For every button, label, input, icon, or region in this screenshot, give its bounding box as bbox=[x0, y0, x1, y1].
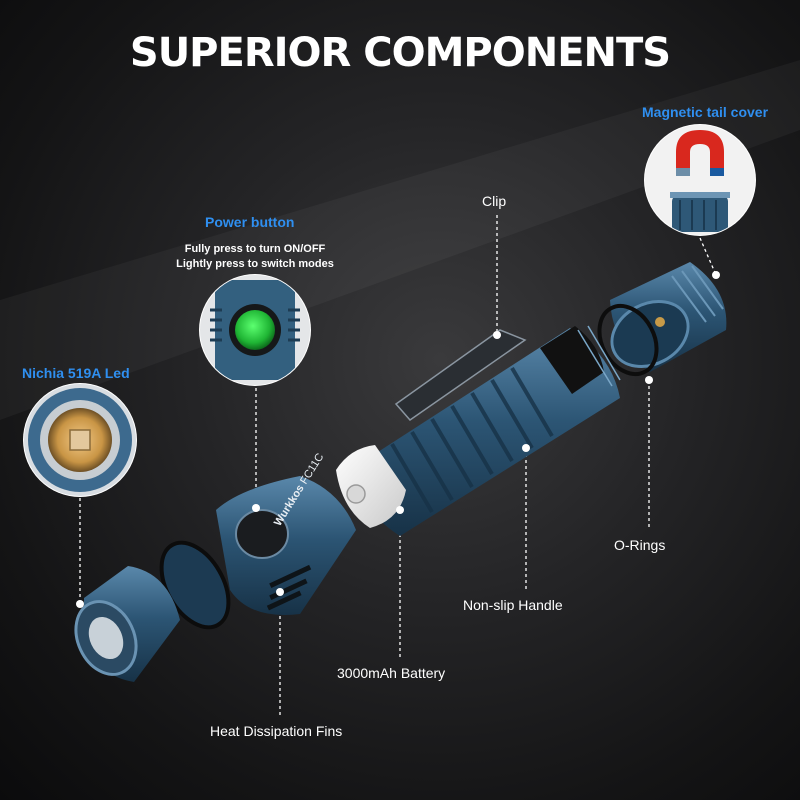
power-button-inset bbox=[199, 274, 311, 386]
callout-handle: Non-slip Handle bbox=[463, 597, 563, 613]
power-button-description: Fully press to turn ON/OFF Lightly press… bbox=[150, 242, 360, 272]
o-ring bbox=[597, 303, 659, 377]
callout-magnetic-tail-cover: Magnetic tail cover bbox=[642, 104, 769, 120]
power-desc-line-1: Fully press to turn ON/OFF bbox=[184, 243, 326, 255]
callout-led: Nichia 519A Led bbox=[22, 365, 130, 381]
magnet-inset bbox=[644, 124, 756, 236]
head-body bbox=[216, 476, 356, 615]
tail-cap bbox=[610, 262, 727, 372]
bezel bbox=[74, 566, 180, 682]
callout-fins: Heat Dissipation Fins bbox=[210, 723, 343, 739]
power-desc-line-2: Lightly press to switch modes bbox=[176, 258, 334, 270]
clip bbox=[394, 329, 527, 421]
callout-battery: 3000mAh Battery bbox=[337, 665, 446, 681]
callout-o-rings: O-Rings bbox=[614, 537, 666, 553]
callout-clip: Clip bbox=[482, 193, 507, 209]
page-title: SUPERIOR COMPONENTS bbox=[129, 30, 671, 76]
leader-dots bbox=[252, 271, 720, 596]
led-inset bbox=[23, 383, 137, 497]
battery bbox=[336, 445, 406, 528]
power-button-physical bbox=[235, 509, 289, 559]
handle-tube bbox=[350, 325, 621, 536]
callout-power-button: Power button bbox=[205, 214, 295, 230]
